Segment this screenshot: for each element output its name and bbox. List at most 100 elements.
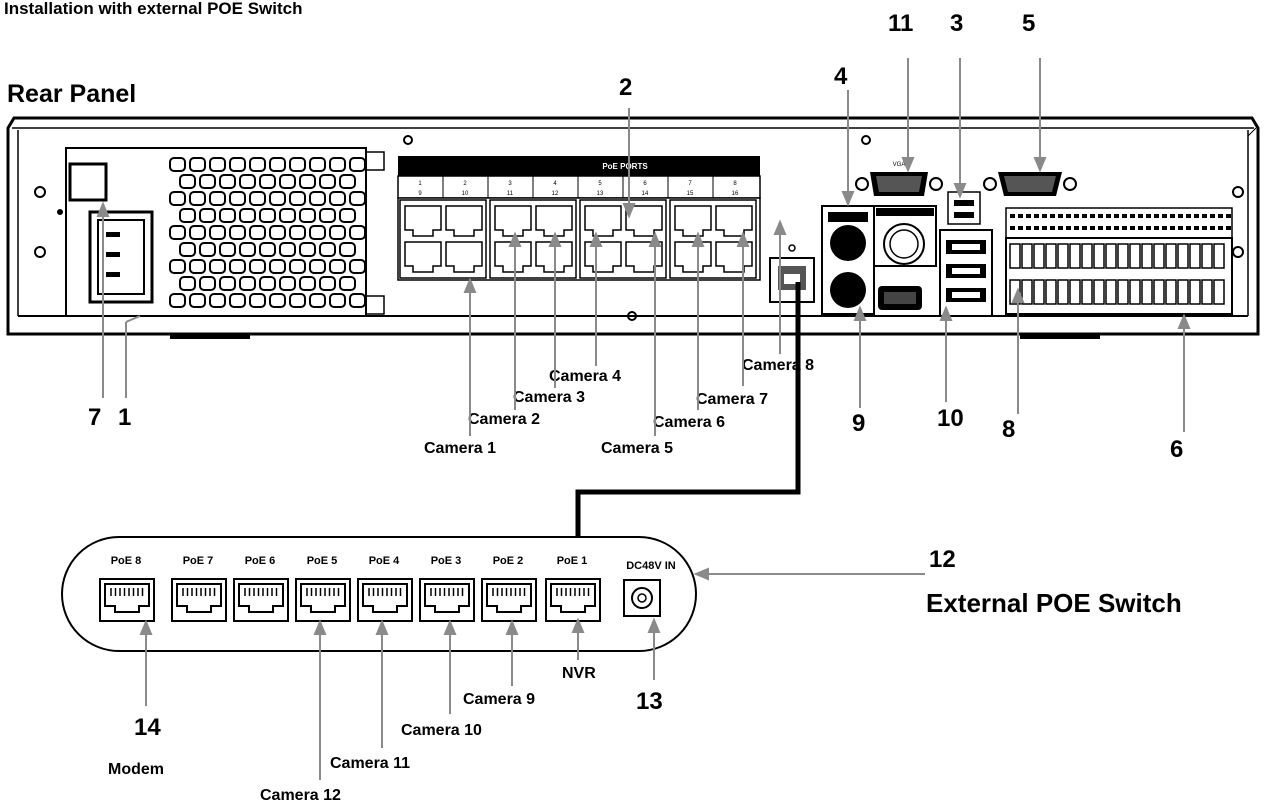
- nvr-poe-port: [494, 241, 532, 273]
- switch-port-label: PoE 6: [245, 555, 276, 567]
- switch-port-label: PoE 8: [111, 555, 142, 567]
- terminal-pin: [1213, 243, 1225, 269]
- callout-5: 5: [1022, 10, 1036, 37]
- terminal-pin: [1057, 279, 1069, 305]
- svg-text:VGA: VGA: [893, 162, 906, 168]
- nvr-poe-port: [674, 241, 712, 273]
- rs232-port: [983, 172, 1077, 196]
- terminal-pin: [1141, 279, 1153, 305]
- nvr-port-number: 9: [418, 191, 422, 197]
- terminal-pin: [1009, 279, 1021, 305]
- nvr-poe-port: [404, 205, 442, 237]
- switch-port-label: PoE 4: [369, 555, 400, 567]
- external-poe-switch-label: External POE Switch: [926, 588, 1182, 618]
- callout-13: 13: [636, 688, 663, 715]
- terminal-pin: [1045, 279, 1057, 305]
- callout-1: 1: [118, 404, 132, 431]
- switch-port-label: PoE 3: [431, 555, 462, 567]
- camera-6-label: Camera 6: [653, 414, 726, 431]
- vga-port: VGA: [855, 162, 943, 196]
- terminal-pin: [1177, 279, 1189, 305]
- terminal-pin: [1093, 243, 1105, 269]
- terminal-pin: [1213, 279, 1225, 305]
- nvr-label: NVR: [562, 665, 596, 682]
- hdmi-port: [947, 191, 981, 225]
- nvr-poe-port: [404, 241, 442, 273]
- nvr-lan-port: [769, 244, 815, 303]
- nvr-port-number: 13: [597, 191, 604, 197]
- terminal-pin: [1105, 243, 1117, 269]
- terminal-pin: [1069, 243, 1081, 269]
- diagram-subtitle: Installation with external POE Switch: [4, 0, 303, 18]
- camera-7-label: Camera 7: [696, 391, 769, 408]
- terminal-pin: [1021, 279, 1033, 305]
- nvr-port-number: 1: [418, 181, 422, 187]
- terminal-pin: [1105, 279, 1117, 305]
- terminal-pin: [1129, 279, 1141, 305]
- callout-9: 9: [852, 410, 866, 437]
- nvr-port-number: 11: [507, 191, 514, 197]
- terminal-pin: [1153, 279, 1165, 305]
- callout-6: 6: [1170, 436, 1184, 463]
- terminal-pin: [1165, 279, 1177, 305]
- nvr-port-number: 8: [733, 181, 737, 187]
- nvr-poe-port: [584, 205, 622, 237]
- terminal-pin: [1201, 279, 1213, 305]
- terminal-pin: [1033, 279, 1045, 305]
- power-switch: [68, 162, 108, 202]
- switch-port-label: PoE 5: [307, 555, 338, 567]
- nvr-poe-port: [445, 241, 483, 273]
- terminal-pin: [1153, 243, 1165, 269]
- dc48v-label: DC48V IN: [626, 560, 676, 572]
- camera-2-label: Camera 2: [468, 411, 541, 428]
- terminal-pin: [1081, 243, 1093, 269]
- terminal-pin: [1117, 279, 1129, 305]
- terminal-pin: [1045, 243, 1057, 269]
- switch-port-label: PoE 1: [557, 555, 588, 567]
- switch-port-label: PoE 2: [493, 555, 524, 567]
- callout-3: 3: [950, 10, 964, 37]
- terminal-pin: [1117, 243, 1129, 269]
- callout-4: 4: [834, 63, 848, 90]
- nvr-port-number: 10: [462, 191, 469, 197]
- switch-port-label: PoE 7: [183, 555, 214, 567]
- nvr-port-number: 12: [552, 191, 559, 197]
- nvr-poe-port-block: PoE PORTS 1 9 2 10 3 11 4 12 5 13 6 14 7 15 8 16: [397, 156, 761, 281]
- terminal-pin: [1069, 279, 1081, 305]
- terminal-pin: [1021, 243, 1033, 269]
- poe-ports-header: PoE PORTS: [602, 162, 648, 171]
- nvr-port-number: 3: [508, 181, 512, 187]
- callout-2: 2: [619, 74, 633, 101]
- external-poe-switch: PoE 8 PoE 7 PoE 6 PoE 5 PoE 4 PoE 3 PoE 2 PoE 1…: [61, 536, 697, 652]
- callout-lines: [96, 58, 1191, 780]
- callout-12: 12: [929, 546, 956, 573]
- audio-video-connectors: [821, 205, 937, 315]
- camera-1-label: Camera 1: [424, 440, 497, 457]
- nvr-port-number: 16: [732, 191, 739, 197]
- fan-grille: [169, 157, 366, 308]
- camera-12-label: Camera 12: [260, 787, 341, 804]
- camera-5-label: Camera 5: [601, 440, 674, 457]
- nvr-port-number: 14: [642, 191, 649, 197]
- nvr-port-number: 2: [463, 181, 467, 187]
- callout-11: 11: [888, 10, 914, 37]
- nvr-poe-port: [674, 205, 712, 237]
- terminal-pin: [1057, 243, 1069, 269]
- power-inlet: [88, 210, 154, 304]
- nvr-port-number: 7: [688, 181, 692, 187]
- terminal-pin: [1093, 279, 1105, 305]
- terminal-pin: [1033, 243, 1045, 269]
- nvr-port-number: 5: [598, 181, 602, 187]
- callout-14: 14: [134, 714, 161, 741]
- callout-8: 8: [1002, 416, 1016, 443]
- nvr-poe-port: [584, 241, 622, 273]
- nvr-port-number: 15: [687, 191, 694, 197]
- terminal-pin: [1189, 279, 1201, 305]
- alarm-terminal-block: [1005, 207, 1233, 315]
- nvr-port-number: 6: [643, 181, 647, 187]
- nvr-port-number: 4: [553, 181, 557, 187]
- camera-3-label: Camera 3: [513, 389, 586, 406]
- terminal-pin: [1141, 243, 1153, 269]
- nvr-poe-port: [535, 205, 573, 237]
